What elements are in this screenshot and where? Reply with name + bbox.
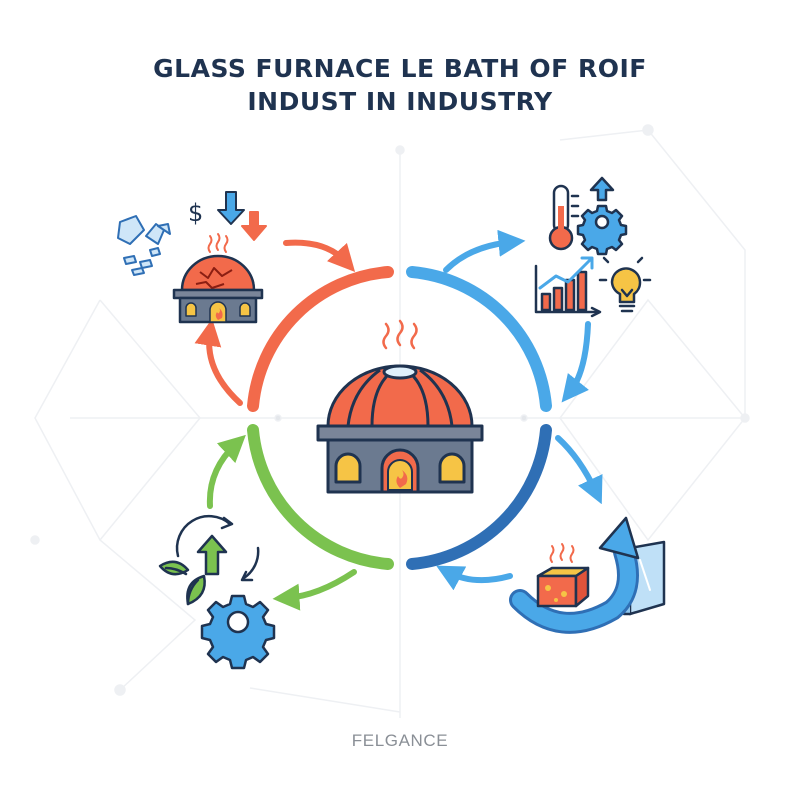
arrow-orange-up [194,318,243,406]
small-cracked-furnace-icon [172,233,264,324]
page-title: GLASS FURNACE LE BATH OF ROIF INDUST IN … [0,52,800,118]
title-line-2: INDUST IN INDUSTRY [247,87,553,116]
arrow-blue-out [443,229,526,273]
central-furnace-icon [316,319,484,494]
up-arrow-icon [589,176,615,202]
ring-segment-blue [406,266,552,412]
arrow-blue-down [561,321,591,403]
blue-down-arrow-icon [217,191,245,225]
top-right-efficiency-icon [534,176,652,318]
recycle-curved-arrow-icon [509,516,640,634]
leaves-icon [158,560,206,606]
thermometer-icon [548,184,580,251]
arrow-green-left [272,569,357,611]
background-network [30,124,750,718]
arrow-green-up [206,434,246,509]
footer-brand: FELGANCE [351,731,449,750]
arrow-blue-lower-right [555,435,603,505]
ring-segment-green [247,424,394,570]
ring-segment-orange [247,266,394,412]
gear-icon [576,204,628,256]
bottom-right-glass-product-icon [509,516,666,634]
dollar-icon: $ [188,199,203,227]
blue-gear-icon [200,594,276,670]
cycle-arrows-icon [175,514,260,582]
arrow-orange-to-ring [283,239,356,272]
growth-chart-icon [534,256,602,318]
green-up-arrow-icon [196,534,228,576]
title-line-1: GLASS FURNACE LE BATH OF ROIF [153,54,647,83]
orange-down-arrow-icon [241,211,267,241]
arrow-blue-back [436,565,513,591]
cycle-ring [247,266,552,570]
ring-segment-dark-blue [406,424,552,570]
top-left-cost-reduction-icon: $ [117,191,267,324]
light-bulb-icon [598,256,652,313]
connector-arrows [194,229,603,611]
molten-glass-block-icon [536,543,590,608]
bottom-left-sustainability-icon [158,514,276,670]
glass-shards-icon [117,215,171,276]
